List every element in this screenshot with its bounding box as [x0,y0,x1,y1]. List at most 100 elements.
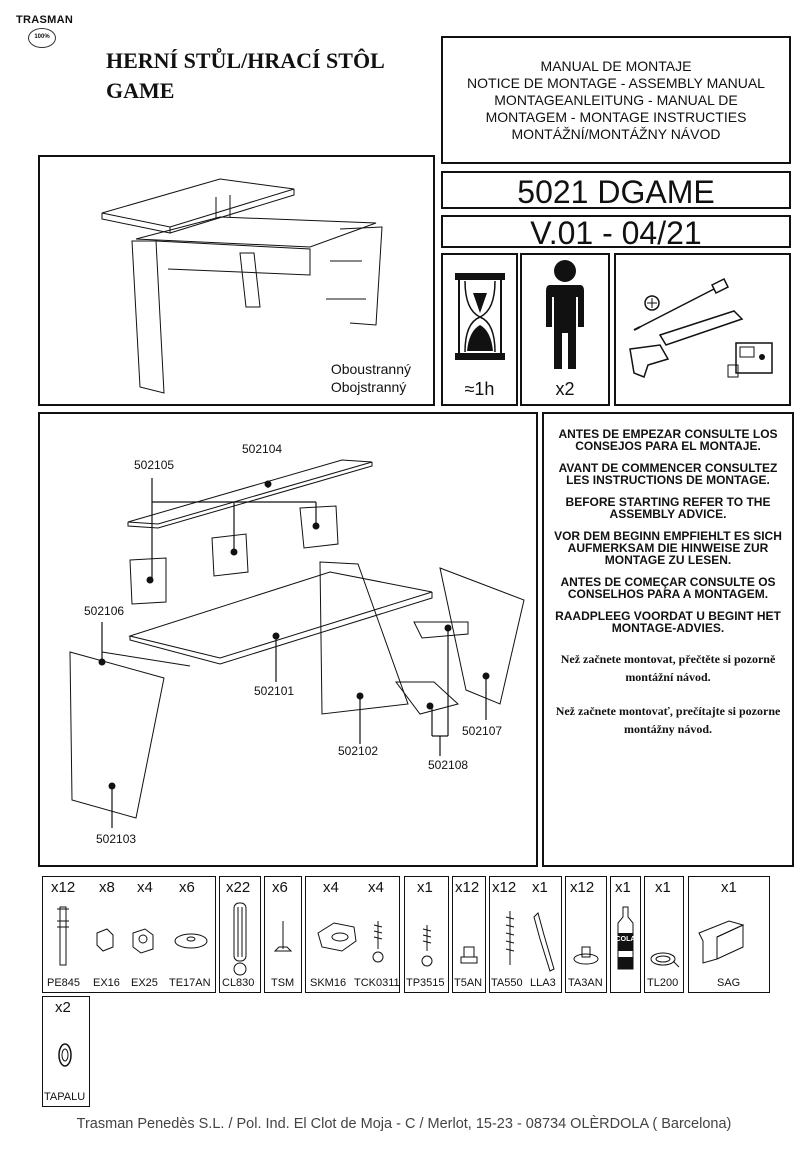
hardware-group-1: x12 x8 x4 x6 PE845 EX16 EX25 TE17AN [42,876,216,993]
hardware-qty: x12 [492,879,517,896]
hardware-group-tl200: x1 TL200 [644,876,684,993]
hardware-code: SKM16 [310,977,347,989]
hardware-code: TA550 [491,977,523,989]
tools-box [614,253,791,406]
hardware-code: SAG [717,977,741,989]
brand-seal: 100% [28,28,56,48]
advice-en: BEFORE STARTING REFER TO THE ASSEMBLY AD… [565,495,771,521]
advice-sk: Než začnete montovať, prečítajte si pozo… [555,704,781,736]
version-label: V.01 - 04/21 [441,215,791,250]
hardware-qty: x22 [226,879,251,896]
hardware-group-cl830: x22 CL830 [219,876,261,993]
hardware-group-t5an: x12 T5AN [452,876,486,993]
desk-overview-box: Oboustranný Obojstranný [38,155,435,406]
hardware-qty: x4 [323,879,339,896]
part-label-502103: 502103 [96,832,137,846]
hardware-code: TP3515 [406,977,445,989]
hardware-code: TAPALU [44,1091,86,1103]
person-icon [546,260,584,369]
bracket-icon [698,920,745,964]
hardware-qty: x12 [570,879,595,896]
hardware-code: T5AN [454,977,483,989]
hardware-code: TSM [271,977,295,989]
reversible-note: Oboustranný Obojstranný [331,360,411,396]
hardware-code: TA3AN [568,977,603,989]
advice-pt: ANTES DE COMEÇAR CONSULTE OS CONSELHOS P… [560,575,776,601]
hardware-group-cola: x1 COLA [610,876,641,993]
parts-diagram-box: 502104 502105 502106 502101 502102 50210… [38,412,538,867]
tools-icon [629,277,773,378]
stud-icon [460,946,478,964]
hardware-code: PE845 [47,977,81,989]
advice-cz: Než začnete montovat, přečtěte si pozorn… [560,652,776,684]
glue-bottle-icon [617,906,634,970]
hardware-qty: x4 [137,879,153,896]
hardware-group-tapalu: x2 TAPALU [42,996,90,1107]
hardware-code: TE17AN [169,977,211,989]
advice-box: ANTES DE EMPEZAR CONSULTE LOS CONSEJOS P… [542,412,794,867]
manual-line: MANUAL DE MONTAJE [540,57,692,74]
foot-icon [573,946,599,965]
hardware-group-ta550-lla3: x12 x1 TA550 LLA3 [489,876,562,993]
hardware-code: EX25 [131,977,158,989]
part-label-502108: 502108 [428,758,469,772]
part-label-502102: 502102 [338,744,379,758]
time-label: ≈1h [464,379,495,399]
footer-address: Trasman Penedès S.L. / Pol. Ind. El Clot… [76,1116,732,1132]
cam-lock-icon [317,921,384,963]
hardware-group-sag: x1 SAG [688,876,770,993]
brand-logo: TRASMAN [16,14,74,26]
hardware-group-cam: x4 x4 SKM16 TCK0311 [305,876,400,993]
hardware-qty: x4 [368,879,384,896]
title-line-1: HERNÍ STŮL/HRACÍ STÔL [106,48,385,73]
time-box: ≈1h [441,253,518,406]
hardware-qty: x12 [455,879,480,896]
hardware-code: LLA3 [530,977,556,989]
part-label-502104: 502104 [242,442,283,456]
long-screw-allen-key-icon [505,911,555,972]
people-label: x2 [555,379,575,399]
hardware-qty: x1 [417,879,433,896]
hardware-code: TL200 [647,977,679,989]
tape-roll-icon [650,952,680,968]
part-label-502106: 502106 [84,604,125,618]
page-title: HERNÍ STŮL/HRACÍ STÔL GAME [106,46,436,106]
screw-icon [421,925,433,967]
manual-line: MONTAGEM - MONTAGE INSTRUCTIES [485,108,747,125]
part-label-502101: 502101 [254,684,295,698]
advice-nl: RAADPLEEG VOORDAT U BEGINT HET MONTAGE-A… [555,609,781,635]
part-label-502107: 502107 [462,724,503,738]
people-box: x2 [520,253,610,406]
hardware-code: TCK0311 [354,977,400,989]
hardware-qty: x2 [55,999,71,1016]
title-line-2: GAME [106,78,175,103]
hardware-qty: x1 [615,879,631,896]
reversible-cz: Oboustranný [330,361,411,377]
manual-line: NOTICE DE MONTAGE - ASSEMBLY MANUAL [467,74,765,91]
nail-icon [273,921,293,952]
hardware-qty: x6 [272,879,288,896]
cap-icon [58,1043,72,1067]
hardware-code: CL830 [222,977,255,989]
hardware-qty: x8 [99,879,115,896]
advice-fr: AVANT DE COMMENCER CONSULTEZ LES INSTRUC… [558,461,778,487]
manual-title-box: MANUAL DE MONTAJE NOTICE DE MONTAGE - AS… [441,36,791,164]
part-label-502105: 502105 [134,458,175,472]
dowel-icon [233,902,247,976]
manual-line: MONTAGEANLEITUNG - MANUAL DE [494,91,738,108]
product-code: 5021 DGAME [441,171,791,210]
hourglass-icon [455,273,505,360]
hardware-qty: x1 [655,879,671,896]
hardware-qty: x6 [179,879,195,896]
hardware-group-ta3an: x12 TA3AN [565,876,607,993]
parts-illustration [69,459,525,828]
reversible-sk: Obojstranný [330,379,407,395]
hardware-qty: x12 [51,879,76,896]
manual-line: MONTÁŽNÍ/MONTÁŽNY NÁVOD [511,125,721,142]
advice-text: ANTES DE EMPEZAR CONSULTE LOS CONSEJOS P… [544,428,792,748]
hardware-group-tp3515: x1 TP3515 [404,876,449,993]
advice-es: ANTES DE EMPEZAR CONSULTE LOS CONSEJOS P… [558,427,778,453]
desk-illustration [101,178,383,394]
advice-de: VOR DEM BEGINN EMPFIEHLT ES SICH AUFMERK… [554,529,782,567]
hardware-qty: x1 [532,879,548,896]
